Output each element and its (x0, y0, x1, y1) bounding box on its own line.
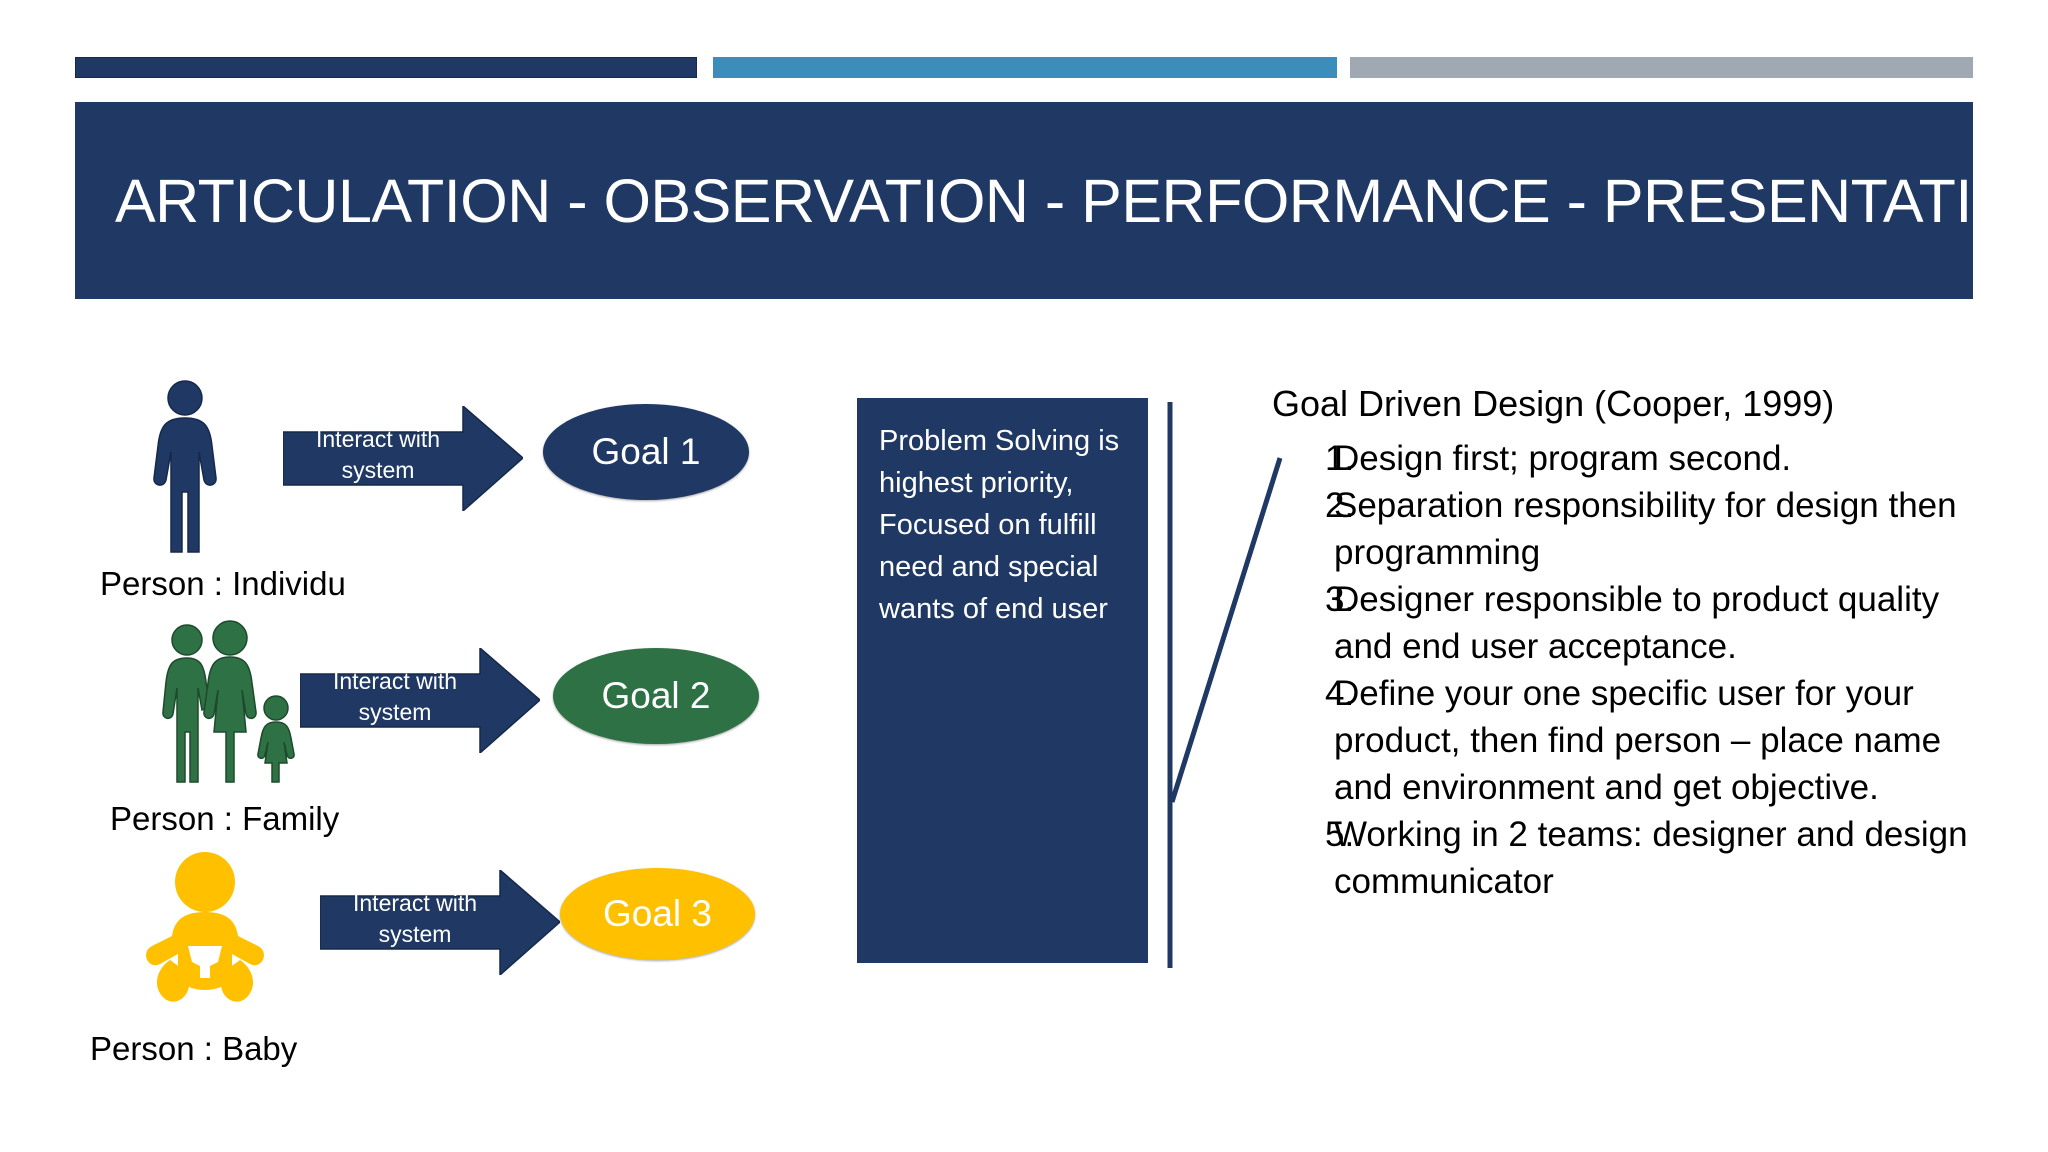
person-family-icon (160, 620, 310, 795)
interact-arrow-individu: Interact with system (283, 406, 523, 511)
interact-arrow-family: Interact with system (300, 648, 540, 753)
persona-label-baby: Person : Baby (90, 1030, 298, 1067)
list-item-text: Design first; program second. (1334, 439, 1792, 478)
top-accent-bar-teal (713, 57, 1337, 78)
list-item-number: 1. (1325, 439, 1355, 478)
interact-arrow-label-baby: Interact with system (320, 888, 510, 950)
persona-label-individu: Person : Individu (100, 565, 346, 602)
arrow-label-line-1: Interact with (353, 890, 477, 916)
list-item: 5. Working in 2 teams: designer and desi… (1272, 811, 1972, 905)
page-title: ARTICULATION - OBSERVATION - PERFORMANCE… (115, 166, 2048, 235)
list-item: 2. Separation responsibility for design … (1272, 482, 1972, 576)
list-item-number: 4. (1325, 674, 1355, 713)
person-single-icon (150, 380, 220, 560)
list-item: 4. Define your one specific user for you… (1272, 670, 1972, 811)
goal-ellipse-1: Goal 1 (543, 404, 749, 500)
interact-arrow-baby: Interact with system (320, 870, 560, 975)
connector-lines (1167, 402, 1283, 968)
top-accent-bar-gray (1350, 57, 1973, 78)
list-item-text: Define your one specific user for your p… (1334, 674, 1942, 807)
problem-solving-note-box: Problem Solving is highest priority, Foc… (857, 398, 1148, 963)
goal-driven-design-block: Goal Driven Design (Cooper, 1999) 1. Des… (1272, 383, 1972, 905)
arrow-label-line-1: Interact with (333, 668, 457, 694)
goal-ellipse-2: Goal 2 (553, 648, 759, 744)
arrow-label-line-2: system (341, 457, 415, 483)
list-item: 3. Designer responsible to product quali… (1272, 576, 1972, 670)
arrow-label-line-1: Interact with (316, 426, 440, 452)
arrow-label-line-2: system (378, 921, 452, 947)
problem-solving-note-text: Problem Solving is highest priority, Foc… (879, 425, 1120, 625)
list-item-number: 3. (1325, 580, 1355, 619)
goal-driven-design-heading: Goal Driven Design (Cooper, 1999) (1272, 383, 1835, 424)
person-baby-icon (140, 850, 270, 1015)
goal-driven-design-list: 1. Design first; program second. 2. Sepa… (1272, 435, 1972, 905)
list-item-text: Designer responsible to product quality … (1334, 580, 1940, 666)
interact-arrow-label-individu: Interact with system (283, 424, 473, 486)
list-item-number: 5. (1325, 815, 1355, 854)
goal-ellipse-3: Goal 3 (560, 868, 755, 960)
persona-label-family: Person : Family (110, 800, 340, 837)
list-item-number: 2. (1325, 486, 1355, 525)
arrow-label-line-2: system (358, 699, 432, 725)
list-item-text: Separation responsibility for design the… (1334, 486, 1957, 572)
list-item-text: Working in 2 teams: designer and design … (1334, 815, 1968, 901)
title-band: ARTICULATION - OBSERVATION - PERFORMANCE… (75, 102, 2048, 299)
top-accent-bar-navy (75, 57, 697, 78)
list-item: 1. Design first; program second. (1272, 435, 1972, 482)
interact-arrow-label-family: Interact with system (300, 666, 490, 728)
